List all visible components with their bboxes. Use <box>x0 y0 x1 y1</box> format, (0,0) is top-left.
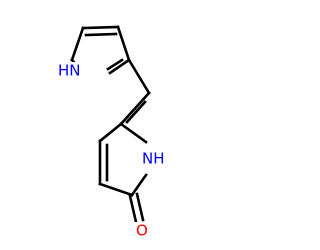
bond-bridge-double-b <box>125 100 147 124</box>
nitrogen-label-bottom: NH <box>142 150 165 168</box>
bond-carbonyl-a <box>128 194 138 224</box>
atom-labels: HN NH O <box>57 62 170 241</box>
bond-upper-3-double <box>106 58 124 71</box>
bond-upper-3 <box>108 58 131 75</box>
lower-pyrrolone-ring <box>98 122 148 224</box>
bond-upper-2 <box>116 25 131 62</box>
upper-pyrrole-ring <box>70 25 131 75</box>
structure-canvas: HN NH O <box>57 25 170 241</box>
oxygen-label: O <box>136 222 148 240</box>
nitrogen-label-top: HN <box>58 62 81 80</box>
bond-bridge-double-a <box>119 91 151 126</box>
bond-upper-4 <box>70 26 85 62</box>
bond-upper-1 <box>81 25 120 30</box>
bond-upper-1-double <box>84 32 118 37</box>
bond-lower-3 <box>98 182 134 197</box>
bond-lower-1 <box>98 122 123 143</box>
methylidene-bridge <box>119 58 151 126</box>
bond-lower-5 <box>119 122 148 144</box>
bond-lower-4 <box>130 173 148 197</box>
molecule-drawing: HN NH O <box>57 25 170 241</box>
bond-carbonyl-b <box>135 192 145 222</box>
bond-bridge-single <box>127 58 151 95</box>
